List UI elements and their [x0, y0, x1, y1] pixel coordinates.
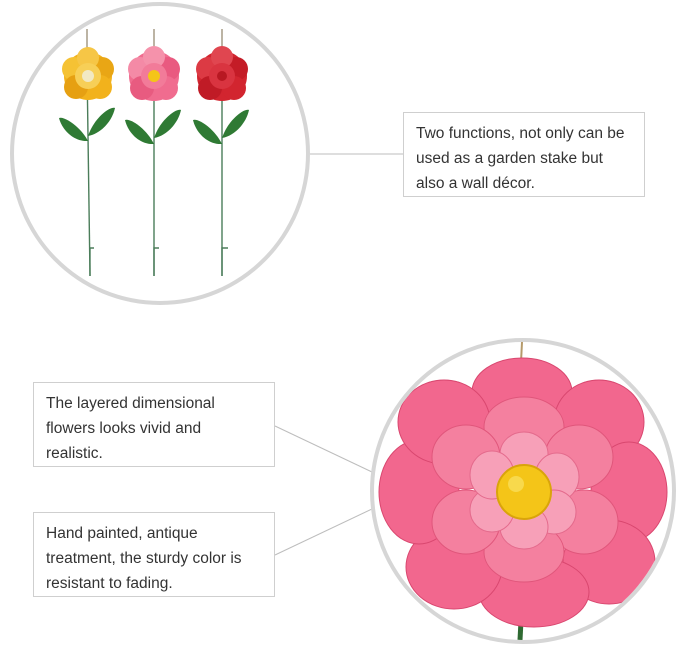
- pink-flower-closeup-image: [378, 342, 668, 640]
- flower-center: [496, 464, 552, 520]
- flower-stakes-image: [59, 29, 249, 277]
- red-flower-stake: [193, 29, 249, 276]
- callout-painted: Hand painted, antique treatment, the stu…: [33, 512, 275, 597]
- connector-line-painted: [274, 507, 375, 556]
- product-overview-circle: [10, 2, 310, 305]
- connector-line-layered: [274, 425, 373, 473]
- callout-layered: The layered dimensional flowers looks vi…: [33, 382, 275, 467]
- flower-closeup-circle: [370, 338, 676, 644]
- callout-functions: Two functions, not only can be used as a…: [403, 112, 645, 197]
- yellow-flower-stake: [59, 29, 115, 277]
- pink-flower-stake: [125, 29, 181, 276]
